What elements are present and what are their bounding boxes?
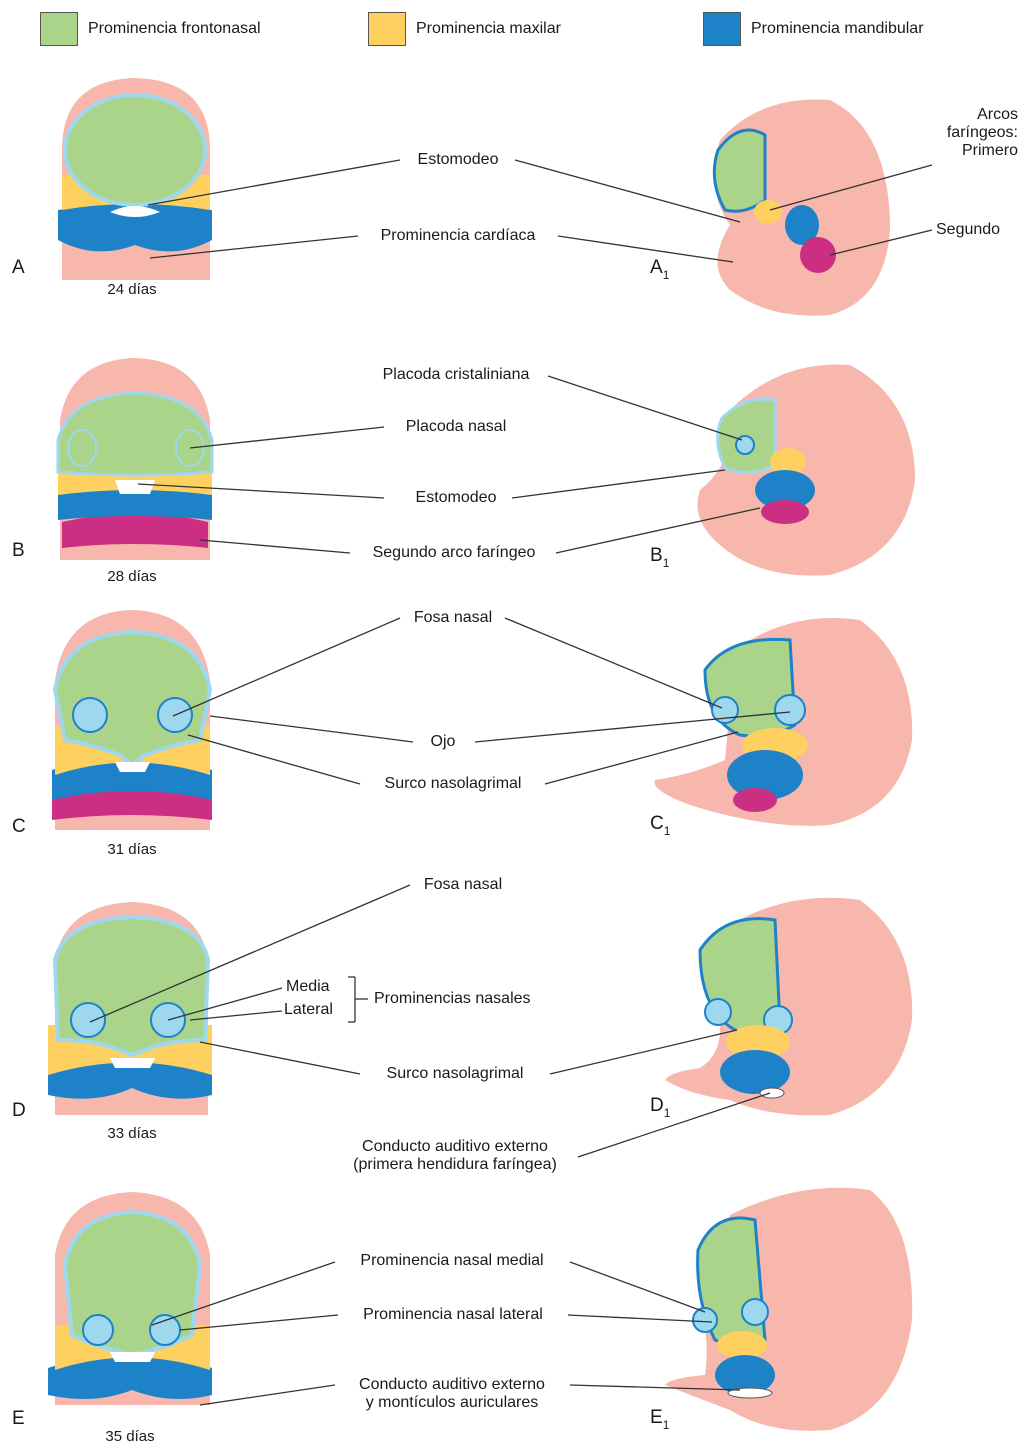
panel-letter-a1: A1 <box>650 257 669 279</box>
side-view-c1 <box>654 618 912 826</box>
frontal-view-b <box>58 358 212 560</box>
frontal-view-a <box>58 78 212 280</box>
label-placoda-cristaliniana: Placoda cristaliniana <box>383 366 530 384</box>
legend-label-maxilar: Prominencia maxilar <box>416 20 561 38</box>
label-estomodeo-a: Estomodeo <box>418 151 499 169</box>
days-a: 24 días <box>107 281 156 298</box>
legend-item-frontonasal: Prominencia frontonasal <box>40 12 261 46</box>
frontal-view-e <box>48 1192 212 1405</box>
label-surco-nasolagrimal-c: Surco nasolagrimal <box>385 775 522 793</box>
legend-swatch-maxilar <box>368 12 406 46</box>
label-conducto-auditivo-e: Conducto auditivo externo y montículos a… <box>359 1376 545 1412</box>
panel-letter-c1: C1 <box>650 813 670 835</box>
label-surco-nasolagrimal-d: Surco nasolagrimal <box>387 1065 524 1083</box>
panel-letter-d1: D1 <box>650 1095 670 1117</box>
side-view-e1 <box>665 1188 912 1431</box>
side-view-a1 <box>714 100 890 316</box>
label-arcos-faringeos: Arcos faríngeos: Primero <box>947 106 1018 160</box>
label-fosa-nasal-c: Fosa nasal <box>414 609 492 627</box>
panel-letter-e: E <box>12 1408 25 1430</box>
label-segundo: Segundo <box>936 221 1000 239</box>
frontal-c-stomodeum <box>115 762 150 772</box>
panel-letter-b1: B1 <box>650 545 669 567</box>
side-c1-eye <box>775 695 805 725</box>
label-conducto-d-line1: Conducto auditivo externo <box>353 1138 557 1156</box>
label-conducto-e-line2: y montículos auriculares <box>359 1394 545 1412</box>
side-d1-mandibular <box>720 1050 790 1094</box>
label-primero: Primero <box>947 142 1018 160</box>
frontal-b-stomodeum <box>115 480 155 494</box>
frontal-e-stomodeum <box>110 1352 155 1362</box>
frontal-d-stomodeum <box>110 1058 155 1068</box>
label-placoda-nasal: Placoda nasal <box>406 418 507 436</box>
label-media: Media <box>286 978 330 996</box>
side-c1-second-arch <box>733 788 777 812</box>
days-d: 33 días <box>107 1125 156 1142</box>
frontal-e-nasal-right <box>150 1315 180 1345</box>
side-view-b1 <box>698 365 916 576</box>
frontal-a-frontonasal <box>65 95 205 205</box>
side-e1-maxilar <box>717 1331 767 1359</box>
frontal-view-d <box>48 902 212 1115</box>
panel-letter-b: B <box>12 540 25 562</box>
frontal-d-nasal-pit-left <box>71 1003 105 1037</box>
label-arcos-line1: Arcos <box>947 106 1018 124</box>
legend-item-mandibular: Prominencia mandibular <box>703 12 924 46</box>
panel-letter-c: C <box>12 816 26 838</box>
label-prominencias-nasales: Prominencias nasales <box>374 990 531 1008</box>
label-conducto-auditivo-d: Conducto auditivo externo (primera hendi… <box>353 1138 557 1174</box>
label-conducto-e-line1: Conducto auditivo externo <box>359 1376 545 1394</box>
label-prominencia-nasal-medial: Prominencia nasal medial <box>360 1252 543 1270</box>
legend-label-frontonasal: Prominencia frontonasal <box>88 20 261 38</box>
legend-swatch-mandibular <box>703 12 741 46</box>
frontal-b-frontonasal <box>58 393 212 475</box>
side-d1-nasal-pit <box>705 999 731 1025</box>
legend-item-maxilar: Prominencia maxilar <box>368 12 561 46</box>
label-conducto-d-line2: (primera hendidura faríngea) <box>353 1156 557 1174</box>
days-b: 28 días <box>107 568 156 585</box>
side-d1-head <box>665 898 912 1116</box>
frontal-c-nasal-pit-left <box>73 698 107 732</box>
panel-letter-a: A <box>12 257 25 279</box>
side-a1-first-arch-maxilar <box>754 200 782 224</box>
label-segundo-arco-faringeo: Segundo arco faríngeo <box>373 544 536 562</box>
label-arcos-line2: faríngeos: <box>947 124 1018 142</box>
frontal-b-second-arch <box>62 514 208 549</box>
leader-lines-b <box>138 376 760 553</box>
side-b1-second-arch <box>761 500 809 524</box>
legend-label-mandibular: Prominencia mandibular <box>751 20 924 38</box>
frontal-view-c <box>52 610 212 830</box>
label-lateral: Lateral <box>284 1001 333 1019</box>
label-estomodeo-b: Estomodeo <box>416 489 497 507</box>
label-prominencia-cardiaca: Prominencia cardíaca <box>381 227 536 245</box>
frontal-e-nasal-left <box>83 1315 113 1345</box>
side-view-d1 <box>665 898 912 1116</box>
days-c: 31 días <box>107 841 156 858</box>
label-fosa-nasal-d: Fosa nasal <box>424 876 502 894</box>
side-e1-eye <box>742 1299 768 1325</box>
leader-lines-c <box>173 618 790 784</box>
days-e: 35 días <box>105 1428 154 1445</box>
panel-letter-d: D <box>12 1100 26 1122</box>
panel-letter-e1: E1 <box>650 1407 669 1429</box>
side-d1-ear-canal <box>760 1088 784 1098</box>
label-ojo: Ojo <box>431 733 456 751</box>
label-prominencia-nasal-lateral: Prominencia nasal lateral <box>363 1306 543 1324</box>
legend-swatch-frontonasal <box>40 12 78 46</box>
